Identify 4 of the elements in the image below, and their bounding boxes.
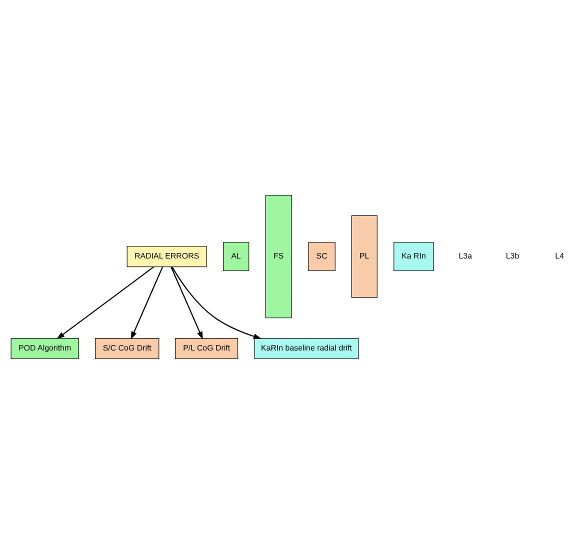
arrow bbox=[56, 266, 154, 340]
arrow bbox=[170, 266, 203, 340]
arrow bbox=[172, 266, 262, 340]
arrow bbox=[130, 266, 164, 340]
